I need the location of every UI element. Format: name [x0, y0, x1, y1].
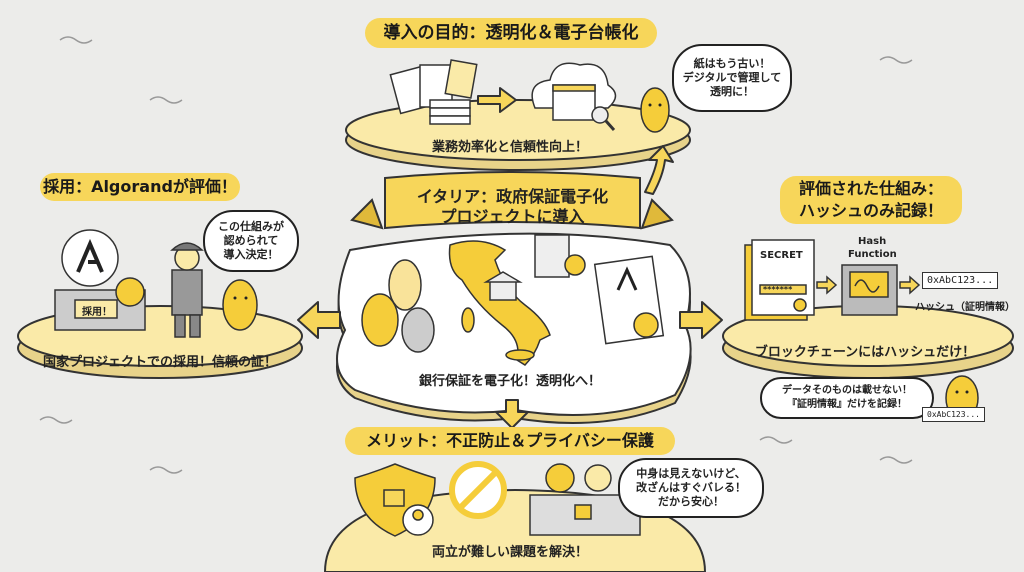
bottom-caption: 両立が難しい課題を解決！ — [431, 545, 588, 560]
hash-label-1: Hash — [858, 236, 887, 247]
top-title: 導入の目的：透明化＆電子台帳化 — [365, 18, 657, 48]
secret-label: SECRET — [760, 250, 803, 261]
award-ribbon-icon — [115, 277, 145, 307]
mascot-center-1 — [361, 293, 399, 347]
person-happy-1 — [545, 463, 575, 493]
cloud-database-icon — [531, 62, 617, 131]
left-title: 採用：Algorandが評価！ — [40, 173, 240, 201]
right-title: 評価された仕組み： ハッシュのみ記録！ — [780, 176, 962, 224]
right-title-line-2: ハッシュのみ記録！ — [798, 201, 943, 220]
mascot-center-3 — [401, 307, 435, 353]
check-icon — [793, 298, 807, 312]
secret-mask: ******* — [763, 285, 793, 294]
top-speech-bubble: 紙はもう古い！ デジタルで管理して 透明に！ — [672, 44, 792, 112]
adoption-plaque: 採用！ — [82, 307, 112, 318]
banner-line-2: プロジェクトに導入 — [440, 207, 585, 226]
sicily-icon — [505, 349, 535, 361]
magnifier-icon — [591, 106, 609, 124]
arrow-right — [679, 301, 723, 339]
mascot-top — [640, 87, 670, 133]
mascot-center-2 — [388, 259, 422, 311]
center-banner — [350, 171, 674, 230]
hash-value: 0xAbC123... — [922, 272, 999, 289]
gear-icon — [564, 254, 586, 276]
wave-decorations — [39, 36, 913, 474]
bottom-title: メリット：不正防止＆プライバシー保護 — [345, 427, 675, 455]
lock-icon — [383, 489, 405, 507]
bottom-speech-bubble: 中身は見えないけど、 改ざんはすぐバレる！ だから安心！ — [618, 458, 764, 518]
sardinia-icon — [461, 307, 475, 333]
hash-label-2: Function — [848, 249, 897, 260]
person-happy-2 — [584, 464, 612, 492]
digital-document-icon — [534, 234, 570, 278]
right-speech-bubble: データそのものは載せない！ 『証明情報』だけを記録！ — [760, 377, 934, 419]
mascot-eyes — [233, 103, 969, 394]
banner-line-1: イタリア：政府保証電子化 — [416, 187, 609, 206]
left-caption: 国家プロジェクトでの採用！信頼の証！ — [42, 355, 277, 370]
right-title-line-1: 評価された仕組み： — [798, 179, 943, 198]
right-caption: ブロックチェーンにはハッシュだけ！ — [754, 345, 976, 360]
hash-caption: ハッシュ（証明情報） — [915, 302, 1015, 313]
seal-icon — [633, 312, 659, 338]
paper-documents-icon — [389, 59, 478, 125]
top-platform — [345, 99, 691, 171]
mascot-left — [222, 279, 258, 331]
top-caption: 業務効率化と信頼性向上！ — [431, 140, 588, 155]
algorand-trophy-icon — [54, 229, 146, 331]
italy-map-icon — [448, 240, 551, 366]
arrow-left — [297, 301, 341, 339]
arrow-to-hash — [816, 275, 838, 295]
arrow-down — [495, 399, 529, 429]
arrow-from-hash — [899, 275, 921, 295]
arrow-up — [644, 145, 674, 195]
government-building-icon — [489, 279, 517, 301]
hash-card: 0xAbC123... — [922, 407, 985, 422]
left-speech-bubble: この仕組みが 認められて 導入決定！ — [203, 210, 299, 272]
officer-figure — [170, 242, 204, 338]
center-caption: 銀行保証を電子化！透明化へ！ — [418, 374, 601, 389]
arrow-top-flow — [477, 87, 517, 113]
